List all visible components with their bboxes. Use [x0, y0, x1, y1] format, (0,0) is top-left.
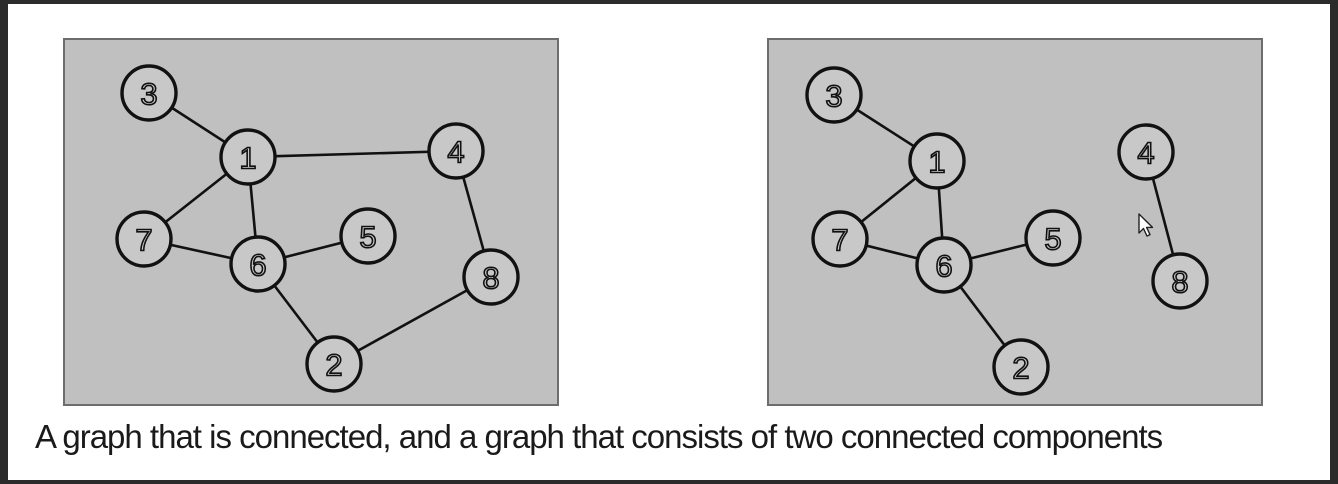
window-border-left	[0, 0, 8, 484]
node-8: 8	[1151, 252, 1209, 310]
node-label: 6	[249, 248, 266, 283]
connected-graph-panel: 3 1 4 7 6 5 8 2	[63, 38, 559, 406]
node-circle	[811, 210, 869, 268]
node-1: 1	[908, 132, 966, 190]
components-graph-svg: 3 1 4 7 6 5 8 2	[805, 66, 1209, 396]
node-circle	[229, 235, 287, 293]
edge-1-4	[247, 149, 457, 159]
window-border-right	[1330, 0, 1338, 484]
node-circle	[915, 236, 973, 294]
mouse-pointer-icon	[1138, 213, 1154, 237]
node-label: 8	[1171, 265, 1188, 300]
node-label: 2	[325, 348, 342, 383]
node-label: 4	[1137, 136, 1154, 171]
node-3: 3	[120, 64, 178, 122]
figure-caption: A graph that is connected, and a graph t…	[35, 418, 1163, 455]
node-label: 4	[447, 135, 464, 170]
node-label: 5	[1044, 222, 1061, 257]
window-border-bottom	[0, 480, 1338, 484]
node-5: 5	[339, 207, 397, 265]
window-border-top	[0, 0, 1338, 4]
node-circle	[219, 128, 277, 186]
node-label: 1	[239, 141, 256, 176]
node-label: 7	[831, 223, 848, 258]
node-4: 4	[427, 122, 485, 180]
node-1: 1	[219, 128, 277, 186]
node-label: 3	[825, 79, 842, 114]
node-circle	[120, 64, 178, 122]
node-circle	[1151, 252, 1209, 310]
node-circle	[908, 132, 966, 190]
node-5: 5	[1024, 209, 1082, 267]
components-graph-panel: 3 1 4 7 6 5 8 2	[767, 38, 1263, 406]
node-7: 7	[115, 210, 173, 268]
node-label: 6	[935, 249, 952, 284]
node-label: 8	[482, 261, 499, 296]
node-circle	[427, 122, 485, 180]
node-circle	[115, 210, 173, 268]
node-7: 7	[811, 210, 869, 268]
node-circle	[992, 338, 1050, 396]
node-4: 4	[1117, 123, 1175, 181]
node-circle	[1024, 209, 1082, 267]
edge-8-2	[333, 275, 492, 366]
node-3: 3	[805, 66, 863, 124]
node-circle	[1117, 123, 1175, 181]
node-label: 1	[928, 145, 945, 180]
node-circle	[805, 66, 863, 124]
node-label: 2	[1012, 351, 1029, 386]
connected-graph-svg: 3 1 4 7 6 5 8 2	[115, 64, 520, 393]
node-6: 6	[915, 236, 973, 294]
node-label: 3	[140, 77, 157, 112]
node-6: 6	[229, 235, 287, 293]
node-circle	[339, 207, 397, 265]
node-2: 2	[992, 338, 1050, 396]
node-circle	[462, 248, 520, 306]
node-label: 7	[135, 223, 152, 258]
node-2: 2	[305, 335, 363, 393]
node-label: 5	[359, 220, 376, 255]
node-circle	[305, 335, 363, 393]
node-8: 8	[462, 248, 520, 306]
